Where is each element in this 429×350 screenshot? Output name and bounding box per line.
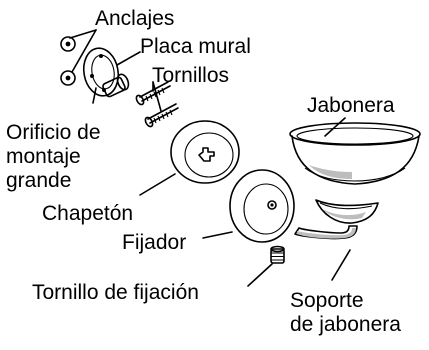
leader-lines [69,29,351,287]
soap-dish [289,122,421,185]
escutcheon [170,120,240,184]
label-fijador: Fijador [122,231,187,254]
label-orificio-line3: grande [6,169,72,192]
retainer [229,169,295,243]
anchor-bottom [60,70,76,86]
label-anclajes: Anclajes [95,7,175,30]
screw-lower [144,103,179,128]
set-screw [270,245,285,264]
label-jabonera: Jabonera [307,94,395,117]
label-placa-mural: Placa mural [140,35,251,58]
soap-dish-holder [294,199,379,240]
label-soporte-line2: de jabonera [290,313,401,336]
label-tornillo-de-fijacion: Tornillo de fijación [32,281,199,304]
label-tornillos: Tornillos [152,64,230,87]
label-orificio-line2: montaje [6,145,81,168]
anchor-top [60,36,76,52]
label-orificio-line1: Orificio de [6,121,101,144]
wall-plate [82,47,130,98]
label-soporte-line1: Soporte [290,289,364,312]
label-chapeton: Chapetón [42,202,134,225]
